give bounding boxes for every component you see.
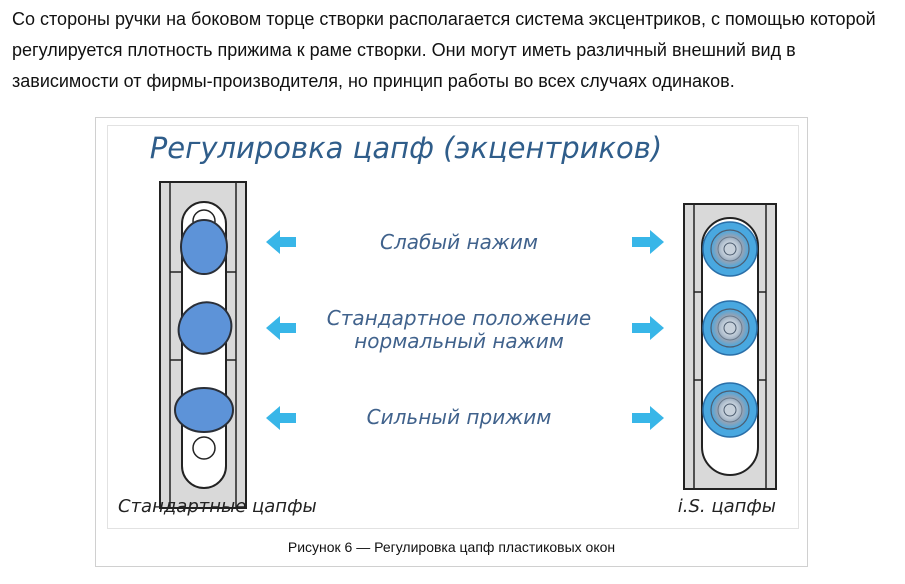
figure-illustration: Регулировка цапф (экцентриков) xyxy=(107,125,799,529)
is-cam-icon xyxy=(702,300,758,356)
standard-cam-icon xyxy=(174,387,234,433)
label-weak: Слабый нажим xyxy=(380,230,538,254)
label-standard-line2: нормальный нажим xyxy=(354,329,564,353)
cam-adjustment-diagram: Регулировка цапф (экцентриков) xyxy=(118,131,777,517)
figure-caption: Рисунок 6 — Регулировка цапф пластиковых… xyxy=(287,539,616,555)
arrow-right-icon xyxy=(632,406,664,430)
arrow-left-icon xyxy=(266,406,296,430)
figure-title: Регулировка цапф (экцентриков) xyxy=(150,131,662,165)
is-cam-icon xyxy=(702,382,758,438)
figure-frame: Регулировка цапф (экцентриков) xyxy=(95,117,808,567)
body-paragraph: Со стороны ручки на боковом торце створк… xyxy=(12,9,876,91)
label-standard-line1: Стандартное положение xyxy=(327,306,591,330)
is-profile xyxy=(683,203,777,490)
standard-cam-icon xyxy=(180,219,228,275)
arrow-left-icon xyxy=(266,316,296,340)
arrow-right-icon xyxy=(632,230,664,254)
standard-profile xyxy=(159,181,247,509)
left-caption: Стандартные цапфы xyxy=(118,496,317,517)
label-strong: Сильный прижим xyxy=(367,405,552,429)
arrow-left-icon xyxy=(266,230,296,254)
standard-cam-icon xyxy=(177,301,233,355)
arrow-right-icon xyxy=(632,316,664,340)
is-cam-icon xyxy=(702,221,758,277)
right-caption: i.S. цапфы xyxy=(678,496,776,517)
